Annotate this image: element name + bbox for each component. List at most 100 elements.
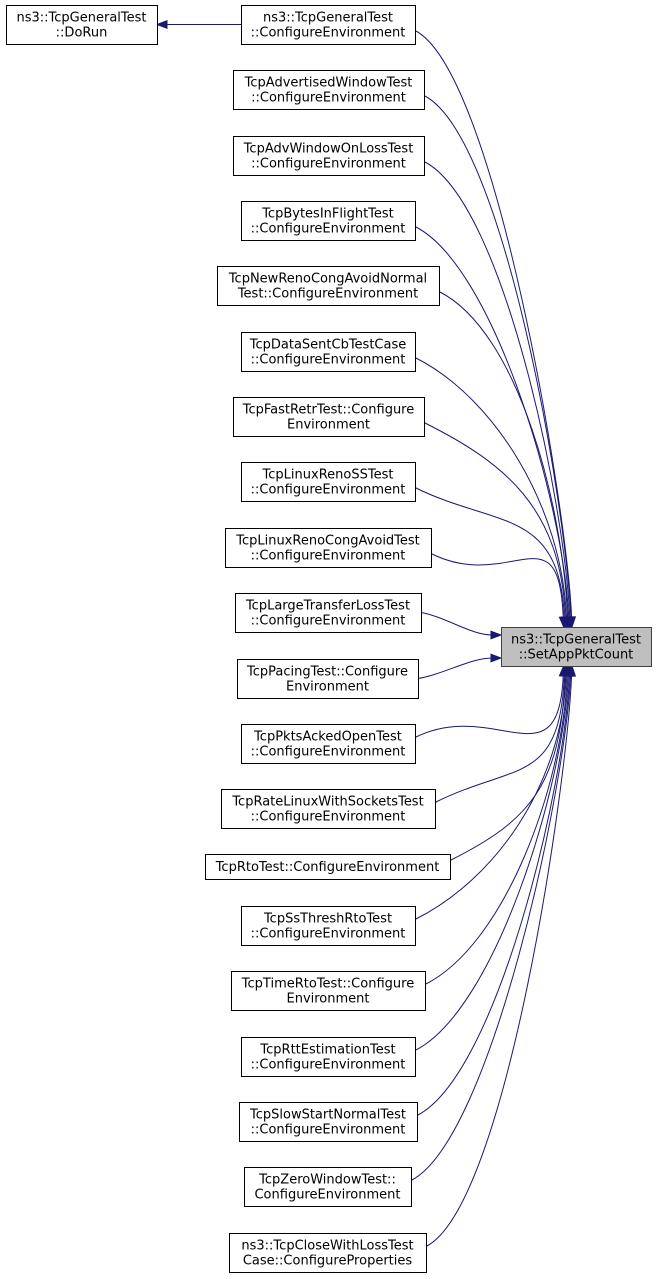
edge-n7-to-target-line <box>414 487 565 619</box>
node-n1[interactable]: TcpAdvertisedWindowTest::ConfigureEnviro… <box>233 70 425 110</box>
node-n4-label-line-1: TcpNewRenoCongAvoidNormal <box>228 272 427 287</box>
edge-n6-to-target-line <box>423 422 566 619</box>
edge-n6-to-target <box>423 422 570 629</box>
node-n11-box <box>241 724 416 764</box>
node-n8-box <box>225 528 432 568</box>
node-n14-box <box>241 906 416 946</box>
edge-n17-to-target-line <box>416 674 571 1116</box>
edge-n7-to-target <box>414 487 569 629</box>
node-n10[interactable]: TcpPacingTest::ConfigureEnvironment <box>237 659 419 699</box>
node-dorun-box <box>6 5 158 45</box>
node-n11[interactable]: TcpPktsAckedOpenTest::ConfigureEnvironme… <box>241 724 416 764</box>
node-n2-label-line-1: TcpAdvWindowOnLossTest <box>243 142 414 157</box>
node-n16-label-line-1: TcpRttEstimationTest <box>259 1043 395 1058</box>
edge-n1-to-target-line <box>423 95 572 619</box>
edge-n9-to-target-arrowhead <box>490 630 503 640</box>
node-n7-label-line-2: ::ConfigureEnvironment <box>251 483 406 498</box>
node-target-setapppktcount-label-line-1: ns3::TcpGeneralTest <box>511 633 641 648</box>
node-dorun-label-line-2: ::DoRun <box>56 26 108 41</box>
edge-n19-to-target-arrowhead <box>567 664 577 677</box>
edge-n18-to-target-line <box>410 674 572 1181</box>
node-n4[interactable]: TcpNewRenoCongAvoidNormalTest::Configure… <box>217 266 440 306</box>
edge-n2-to-target-line <box>423 161 571 619</box>
node-n8-label-line-1: TcpLinuxRenoCongAvoidTest <box>235 534 420 549</box>
nodes: ns3::TcpGeneralTest::ConfigureEnvironmen… <box>6 5 652 1273</box>
edge-n10-to-target <box>417 653 503 679</box>
node-n5-box <box>241 332 416 372</box>
edge-n5-to-target-line <box>414 357 568 619</box>
node-n3-label-line-2: ::ConfigureEnvironment <box>251 222 406 237</box>
node-n5[interactable]: TcpDataSentCbTestCase::ConfigureEnvironm… <box>241 332 416 372</box>
edge-n19-to-target-line <box>425 674 573 1247</box>
edge-n8-to-target-arrowhead <box>558 616 568 629</box>
node-n4-box <box>217 266 440 306</box>
node-n11-label-line-2: ::ConfigureEnvironment <box>251 745 406 760</box>
node-n12-label-line-2: ::ConfigureEnvironment <box>251 810 406 825</box>
node-n9[interactable]: TcpLargeTransferLossTest::ConfigureEnvir… <box>235 593 422 633</box>
node-n16[interactable]: TcpRttEstimationTest::ConfigureEnvironme… <box>241 1037 416 1077</box>
node-n6-label-line-1: TcpFastRetrTest::Configure <box>242 403 415 418</box>
node-n3[interactable]: TcpBytesInFlightTest::ConfigureEnvironme… <box>241 201 416 241</box>
node-n8[interactable]: TcpLinuxRenoCongAvoidTest::ConfigureEnvi… <box>225 528 432 568</box>
edge-n12-to-target <box>434 664 569 803</box>
node-n15-label-line-1: TcpTimeRtoTest::Configure <box>241 977 414 992</box>
node-n13-box <box>205 854 451 880</box>
node-n17[interactable]: TcpSlowStartNormalTest::ConfigureEnviron… <box>239 1102 418 1142</box>
node-n0-label-line-2: ::ConfigureEnvironment <box>251 26 406 41</box>
node-n17-label-line-1: TcpSlowStartNormalTest <box>249 1108 406 1123</box>
node-n13[interactable]: TcpRtoTest::ConfigureEnvironment <box>205 854 451 880</box>
node-n9-box <box>235 593 422 633</box>
node-target-setapppktcount-label-line-2: ::SetAppPktCount <box>519 648 634 663</box>
node-n0-label-line-1: ns3::TcpGeneralTest <box>263 11 393 26</box>
node-n19[interactable]: ns3::TcpCloseWithLossTestCase::Configure… <box>229 1233 427 1273</box>
node-n14[interactable]: TcpSsThreshRtoTest::ConfigureEnvironment <box>241 906 416 946</box>
node-n1-label-line-1: TcpAdvertisedWindowTest <box>244 76 413 91</box>
node-n15[interactable]: TcpTimeRtoTest::ConfigureEnvironment <box>231 971 426 1011</box>
node-n12-box <box>221 789 436 829</box>
node-n13-label-line-1: TcpRtoTest::ConfigureEnvironment <box>215 860 440 875</box>
node-n2-box <box>233 136 425 176</box>
node-n0-box <box>241 5 416 45</box>
node-n12[interactable]: TcpRateLinuxWithSocketsTest::ConfigureEn… <box>221 789 436 829</box>
edge-n15-to-target-line <box>424 674 568 985</box>
node-n3-label-line-1: TcpBytesInFlightTest <box>261 207 394 222</box>
edge-n0-to-dorun <box>155 19 241 30</box>
node-n18[interactable]: TcpZeroWindowTest::ConfigureEnvironment <box>244 1167 412 1207</box>
node-n7[interactable]: TcpLinuxRenoSSTest::ConfigureEnvironment <box>241 462 416 502</box>
node-n10-label-line-1: TcpPacingTest::Configure <box>246 665 408 680</box>
node-n0[interactable]: ns3::TcpGeneralTest::ConfigureEnvironmen… <box>241 5 416 45</box>
node-n8-label-line-2: ::ConfigureEnvironment <box>251 549 406 564</box>
edge-n4-to-target-line <box>438 291 569 619</box>
edge-n13-to-target <box>449 664 570 861</box>
node-n11-label-line-1: TcpPktsAckedOpenTest <box>253 730 402 745</box>
node-n2[interactable]: TcpAdvWindowOnLossTest::ConfigureEnviron… <box>233 136 425 176</box>
node-n15-box <box>231 971 426 1011</box>
node-dorun[interactable]: ns3::TcpGeneralTest::DoRun <box>6 5 158 45</box>
edge-n10-to-target-line <box>417 657 493 679</box>
node-n2-label-line-2: ::ConfigureEnvironment <box>251 157 406 172</box>
node-n6[interactable]: TcpFastRetrTest::ConfigureEnvironment <box>233 397 425 437</box>
node-n5-label-line-2: ::ConfigureEnvironment <box>251 353 406 368</box>
node-n16-label-line-2: ::ConfigureEnvironment <box>251 1058 406 1073</box>
node-dorun-label-line-1: ns3::TcpGeneralTest <box>16 11 146 26</box>
edge-n11-to-target <box>414 664 568 738</box>
edges <box>155 19 577 1247</box>
node-n16-box <box>241 1037 416 1077</box>
edge-n5-to-target <box>414 357 572 629</box>
node-n14-label-line-1: TcpSsThreshRtoTest <box>263 912 392 927</box>
node-n9-label-line-2: ::ConfigureEnvironment <box>251 614 406 629</box>
node-target-setapppktcount[interactable]: ns3::TcpGeneralTest::SetAppPktCount <box>501 627 652 667</box>
edge-n0-to-dorun-arrowhead <box>155 19 168 30</box>
edge-n0-to-target <box>414 30 577 629</box>
node-n10-label-line-2: Environment <box>286 680 369 695</box>
edge-n10-to-target-arrowhead <box>490 653 503 663</box>
edge-n11-to-target-line <box>414 674 564 738</box>
edge-n16-to-target-line <box>414 674 569 1051</box>
node-n4-label-line-2: Test::ConfigureEnvironment <box>237 287 418 302</box>
node-n7-box <box>241 462 416 502</box>
node-n14-label-line-2: ::ConfigureEnvironment <box>251 927 406 942</box>
edge-n9-to-target <box>420 612 503 640</box>
node-n19-label-line-2: Case::ConfigureProperties <box>243 1254 413 1269</box>
edge-n0-to-target-line <box>414 30 573 619</box>
